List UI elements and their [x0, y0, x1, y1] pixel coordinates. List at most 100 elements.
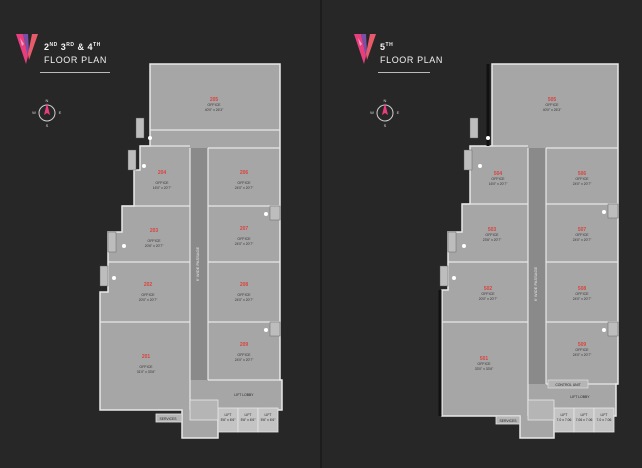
- title-line2: FLOOR PLAN: [44, 55, 108, 65]
- compass-icon: N S E W: [32, 98, 62, 128]
- room-504-number: 504: [494, 171, 503, 177]
- lift-2-label: LIFT: [581, 413, 588, 417]
- control-unit-label: CONTROL UNIT: [555, 383, 580, 387]
- room-502-number: 502: [484, 286, 493, 292]
- lift-1-dims: 7.0 x 7.06: [557, 418, 572, 422]
- panel-divider: [320, 0, 322, 468]
- room-205-number: 205: [210, 97, 219, 103]
- room-202-number: 202: [144, 282, 153, 288]
- svg-text:S: S: [384, 123, 387, 128]
- room-209-type: OFFICE: [237, 353, 251, 357]
- lift-1-label: LIFT: [225, 413, 232, 417]
- room-201-dims: 31'0" x 33'6": [137, 370, 156, 374]
- title-underline: [378, 72, 430, 73]
- room-203-dims: 20'6" x 20'7": [145, 244, 164, 248]
- room-506-dims: 24'0" x 20'7": [573, 182, 592, 186]
- room-203-type: OFFICE: [147, 239, 161, 243]
- svg-text:W: W: [32, 110, 36, 115]
- passage-corridor: [190, 148, 208, 380]
- room-208-dims: 24'0" x 20'7": [235, 298, 254, 302]
- logo-icon: [354, 34, 376, 64]
- room-503-dims: 23'6" x 20'7": [483, 238, 502, 242]
- room-208-type: OFFICE: [237, 293, 251, 297]
- room-508-dims: 24'0" x 20'7": [573, 297, 592, 301]
- floor-plan-title: 2ND 3RD & 4TH FLOOR PLAN: [44, 42, 107, 65]
- room-503-number: 503: [488, 227, 497, 233]
- room-206-number: 206: [240, 170, 249, 176]
- svg-text:N: N: [384, 98, 387, 103]
- lift-2-label: LIFT: [245, 413, 252, 417]
- room-506-type: OFFICE: [575, 177, 589, 181]
- room-503-type: OFFICE: [485, 233, 499, 237]
- lift-3-label: LIFT: [601, 413, 608, 417]
- svg-text:N: N: [46, 98, 49, 103]
- title-underline: [40, 72, 110, 73]
- services-label: SERVICES: [499, 419, 517, 423]
- room-207-type: OFFICE: [237, 237, 251, 241]
- lift-2-dims: 7.06 x 7.06: [576, 418, 593, 422]
- room-506-number: 506: [578, 171, 587, 177]
- room-206-dims: 24'0" x 20'7": [235, 186, 254, 190]
- room-207-dims: 24'0" x 20'7": [235, 242, 254, 246]
- room-205-dims: 40'0" x 26'3": [205, 108, 224, 112]
- room-501-dims: 33'0" x 33'6": [475, 367, 494, 371]
- right-panel: 5TH FLOOR PLAN N S E W: [322, 0, 642, 468]
- room-505-type: OFFICE: [545, 103, 559, 107]
- lift-lobby-label: LIFT LOBBY: [570, 395, 590, 399]
- room-509-type: OFFICE: [575, 348, 589, 352]
- room-206-type: OFFICE: [237, 181, 251, 185]
- room-505-dims: 40'0" x 26'3": [543, 108, 562, 112]
- room-204-type: OFFICE: [155, 181, 169, 185]
- room-504-type: OFFICE: [491, 177, 505, 181]
- compass-icon: N S E W: [370, 98, 400, 128]
- title-line1: 2ND 3RD & 4TH: [44, 42, 101, 52]
- logo-icon: [16, 34, 38, 64]
- room-508-type: OFFICE: [575, 292, 589, 296]
- svg-text:S: S: [46, 123, 49, 128]
- floor-plan-5: 505 OFFICE 40'0" x 26'3" 504 OFFICE 16'0…: [438, 63, 619, 439]
- lift-2-dims: 5'6" x 6'6": [241, 418, 257, 422]
- room-201-type: OFFICE: [139, 365, 153, 369]
- lift-3-dims: 5'6" x 6'6": [261, 418, 277, 422]
- room-202-dims: 20'0" x 20'7": [139, 298, 158, 302]
- room-204-number: 204: [158, 170, 167, 176]
- services-label: SERVICES: [159, 417, 177, 421]
- lift-1-label: LIFT: [561, 413, 568, 417]
- room-508-number: 508: [578, 286, 587, 292]
- room-501-type: OFFICE: [477, 362, 491, 366]
- room-205-type: OFFICE: [207, 103, 221, 107]
- room-507-type: OFFICE: [575, 233, 589, 237]
- room-507-number: 507: [578, 227, 587, 233]
- room-208-number: 208: [240, 282, 249, 288]
- svg-text:E: E: [397, 110, 400, 115]
- floor-plan-2-3-4: 205 OFFICE 40'0" x 26'3" 204 OFFICE 16'0…: [99, 63, 283, 439]
- title-line2: FLOOR PLAN: [380, 55, 444, 65]
- lift-lobby-label: LIFT LOBBY: [234, 393, 254, 397]
- lift-3-label: LIFT: [265, 413, 272, 417]
- room-509-number: 509: [578, 342, 587, 348]
- floor-plan-title: 5TH FLOOR PLAN: [380, 42, 443, 65]
- passage-label: 6' WIDE PASSAGE: [195, 246, 200, 281]
- svg-text:W: W: [370, 110, 374, 115]
- room-201-number: 201: [142, 354, 151, 360]
- room-504-dims: 16'0" x 20'7": [489, 182, 508, 186]
- room-507-dims: 24'0" x 20'7": [573, 238, 592, 242]
- room-502-type: OFFICE: [481, 292, 495, 296]
- room-203-number: 203: [150, 228, 159, 234]
- room-501-number: 501: [480, 356, 489, 362]
- room-505-number: 505: [548, 97, 557, 103]
- room-509-dims: 24'0" x 20'7": [573, 353, 592, 357]
- passage-corridor: [528, 148, 546, 384]
- lift-3-dims: 7.0 x 7.06: [597, 418, 612, 422]
- room-204-dims: 16'0" x 20'7": [153, 186, 172, 190]
- room-502-dims: 20'0" x 20'7": [479, 297, 498, 301]
- room-209-dims: 24'0" x 20'7": [235, 358, 254, 362]
- passage-label: 6' WIDE PASSAGE: [533, 266, 538, 301]
- title-line1: 5TH: [380, 42, 394, 52]
- left-panel: 2ND 3RD & 4TH FLOOR PLAN N S E W: [0, 0, 320, 468]
- room-202-type: OFFICE: [141, 293, 155, 297]
- lift-1-dims: 5'6" x 6'6": [221, 418, 237, 422]
- room-207-number: 207: [240, 226, 249, 232]
- room-209-number: 209: [240, 342, 249, 348]
- svg-text:E: E: [59, 110, 62, 115]
